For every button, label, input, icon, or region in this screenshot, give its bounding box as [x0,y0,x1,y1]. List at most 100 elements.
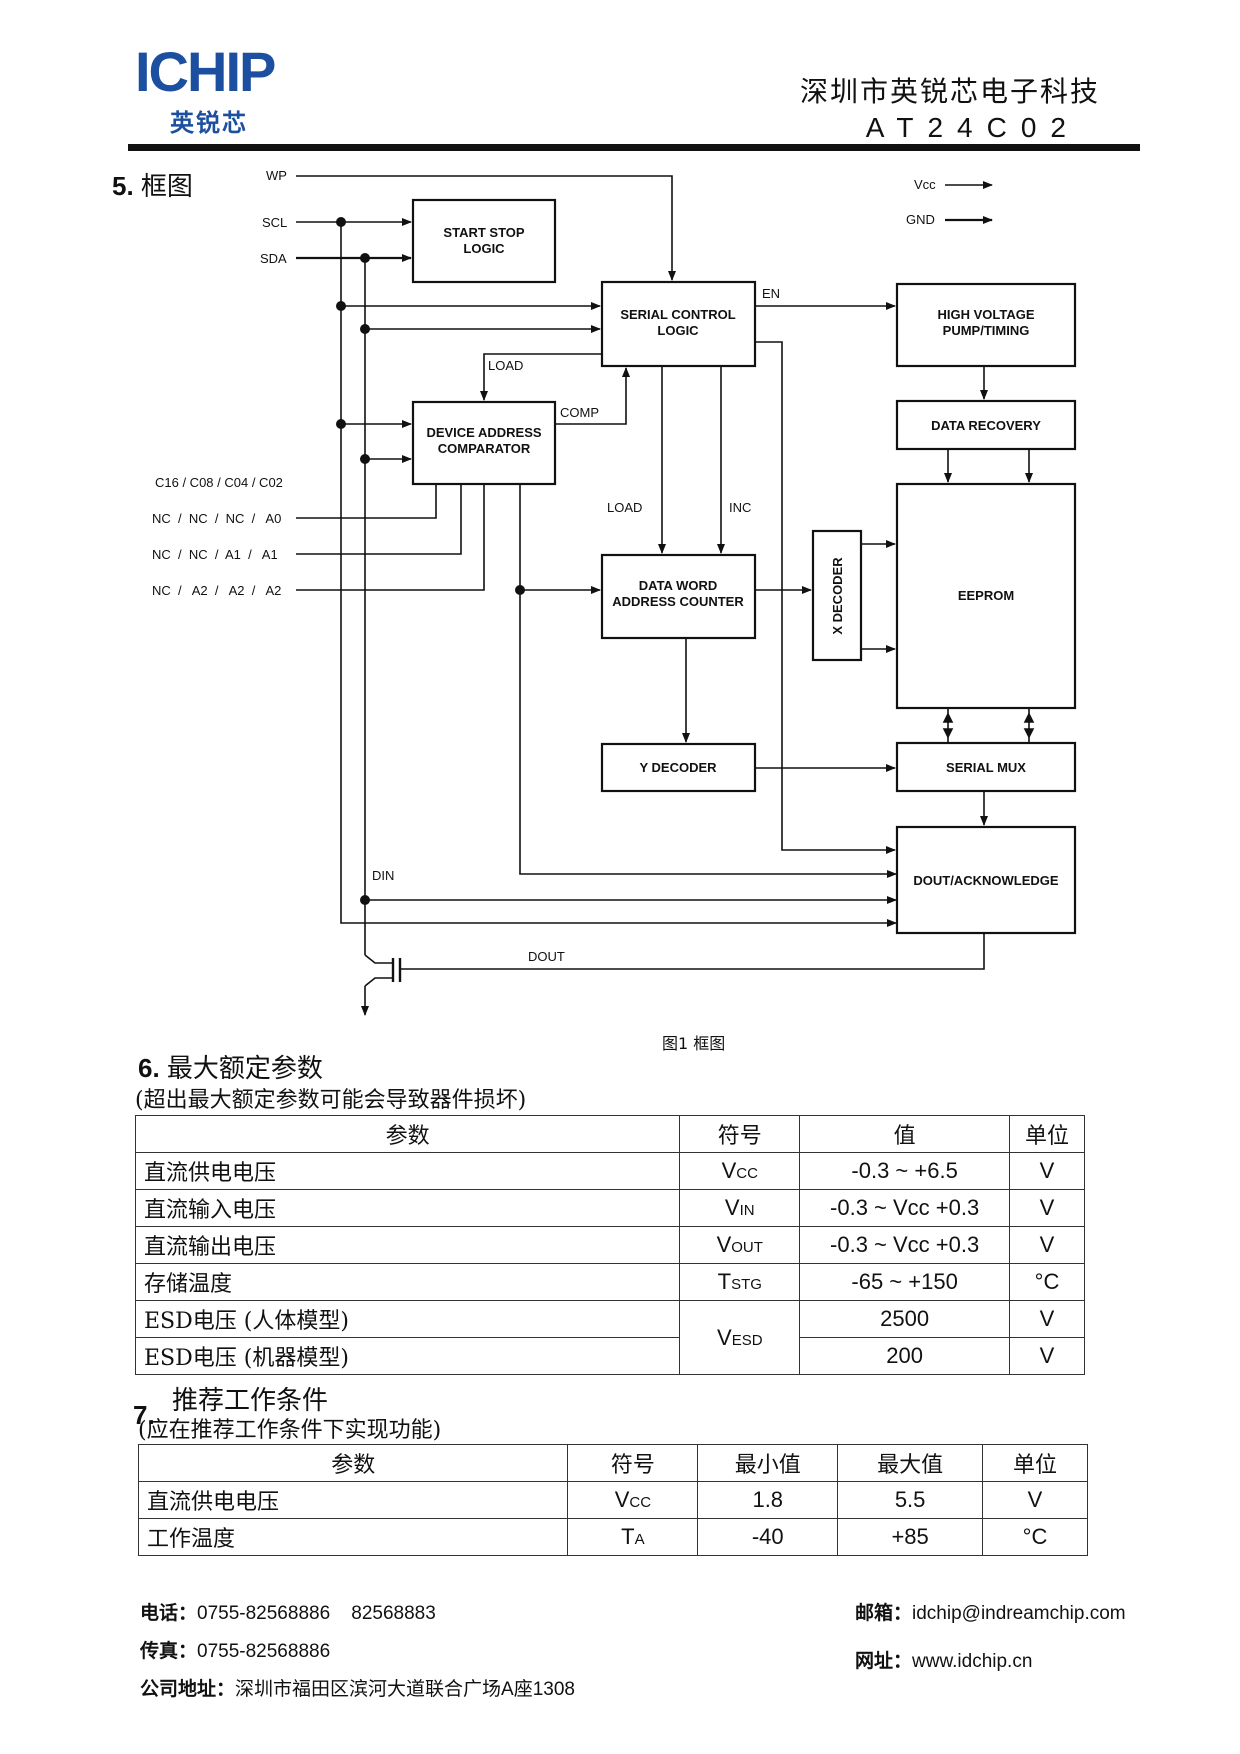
footer-address: 公司地址：深圳市福田区滨河大道联合广场A座1308 [140,1674,575,1701]
row-param: 直流供电电压 [137,1481,569,1519]
eeprom-label: EEPROM [958,588,1014,603]
header-param: 参数 [137,1444,569,1482]
table-row: 工作温度 TA -40 +85 °C [137,1518,1088,1556]
header-unit: 单位 [1009,1115,1085,1153]
start-stop-label-1: START STOP [443,225,524,240]
header-rule [128,144,1140,151]
data-word-label-1: DATA WORD [639,578,717,593]
table-row: ESD电压 (人体模型) VESD 2500 V [134,1300,1085,1375]
row-param: 直流输出电压 [134,1226,681,1264]
signal-load-top-label: LOAD [488,358,523,373]
header-symbol: 符号 [679,1115,801,1153]
serial-mux-block [895,741,1077,793]
max-ratings-table: 参数 符号 值 单位 直流供电电压 VCC -0.3 ~ +6.5 V 直流输入… [134,1115,1085,1375]
header-value: 值 [799,1115,1011,1153]
high-voltage-pump-block [895,282,1077,368]
block-diagram: WP SCL SDA C16 / C08 / C04 / C02 NC / NC… [152,168,1077,1016]
table-row: 直流输入电压 VIN -0.3 ~ Vcc +0.3 V [134,1189,1085,1227]
row-value: 200 [799,1337,1011,1375]
table-row: 直流供电电压 VCC 1.8 5.5 V [137,1481,1088,1519]
section7-number: 7. [133,1400,155,1430]
company-logo: ICHIP [135,44,295,100]
address-label: 公司地址： [140,1678,236,1700]
table-row: 直流供电电压 VCC -0.3 ~ +6.5 V [134,1152,1085,1190]
section6-number: 6. [138,1053,160,1083]
serial-control-label-1: SERIAL CONTROL [620,307,735,322]
pin-a0-label: NC / NC / NC / A0 [152,511,281,526]
pin-a1-label: NC / NC / A1 / A1 [152,547,278,562]
signal-load-label: LOAD [607,500,642,515]
row-unit: V [1009,1152,1085,1190]
pin-variants-label: C16 / C08 / C04 / C02 [155,475,283,490]
section5-heading: 5. 框图 [112,166,193,203]
data-word-label-2: ADDRESS COUNTER [612,594,744,609]
eeprom-block [895,482,1077,710]
logo-subtitle: 英锐芯 [170,109,248,137]
x-decoder-label: X DECODER [830,557,845,635]
row-max: 5.5 [837,1481,984,1519]
signal-din-label: DIN [372,868,394,883]
row-min: 1.8 [697,1481,839,1519]
section6-heading: 6. 最大额定参数 [138,1048,323,1085]
row-unit: V [982,1481,1088,1519]
device-address-label-2: COMPARATOR [438,441,531,456]
header-min: 最小值 [697,1444,839,1482]
section6-title: 最大额定参数 [166,1054,323,1084]
y-decoder-label: Y DECODER [639,760,717,775]
table-header-row: 参数 符号 值 单位 [134,1115,1085,1153]
row-unit: V [1009,1189,1085,1227]
header-param: 参数 [134,1115,681,1153]
row-param: 直流输入电压 [134,1189,681,1227]
signal-en-label: EN [762,286,780,301]
high-voltage-label-2: PUMP/TIMING [943,323,1030,338]
row-value: -0.3 ~ Vcc +0.3 [799,1189,1011,1227]
row-min: -40 [697,1518,839,1556]
footer-fax: 传真：0755-82568886 [140,1636,330,1663]
row-param: 直流供电电压 [134,1152,681,1190]
dout-acknowledge-block [895,825,1077,935]
pin-scl-label: SCL [262,215,287,230]
row-symbol: VOUT [679,1226,801,1264]
company-name: 深圳市英锐芯电子科技 [799,75,1100,108]
row-value: 2500 [799,1300,1011,1338]
section5-title: 框图 [140,172,193,202]
row-symbol: VCC [567,1481,699,1519]
signal-dout-label: DOUT [528,949,565,964]
data-word-address-counter-block [600,553,757,640]
email-link[interactable]: idchip@indreamchip.com [912,1603,1126,1624]
figure-caption: 图1 框图 [662,1034,726,1053]
section7-note: (应在推荐工作条件下实现功能) [138,1418,442,1443]
row-symbol: TA [567,1518,699,1556]
table-row: 存储温度 TSTG -65 ~ +150 °C [134,1263,1085,1301]
table-row: ESD电压 (机器模型) 200 V [134,1337,1085,1375]
email-label: 邮箱： [855,1602,913,1624]
website-link[interactable]: www.idchip.cn [912,1651,1033,1672]
website-label: 网址： [855,1650,913,1672]
pin-gnd-label: GND [906,212,935,227]
high-voltage-label-1: HIGH VOLTAGE [937,307,1034,322]
pin-wp-label: WP [266,168,287,183]
footer-email: 邮箱：idchip@indreamchip.com [855,1598,1126,1625]
address-value: 深圳市福田区滨河大道联合广场A座1308 [235,1679,575,1700]
header-symbol: 符号 [567,1444,699,1482]
section5-number: 5. [112,171,134,201]
start-stop-label-2: LOGIC [463,241,505,256]
row-symbol-esd: VESD [679,1300,801,1375]
footer-tel: 电话：0755-82568886 82568883 [140,1598,436,1625]
row-unit: °C [1009,1263,1085,1301]
serial-control-logic-block [600,280,757,368]
section7-title: 推荐工作条件 [172,1386,329,1416]
row-max: +85 [837,1518,984,1556]
header-max: 最大值 [837,1444,984,1482]
signal-comp-label: COMP [560,405,599,420]
pin-vcc-label: Vcc [914,177,936,192]
row-symbol: TSTG [679,1263,801,1301]
serial-control-label-2: LOGIC [657,323,699,338]
serial-mux-label: SERIAL MUX [946,760,1026,775]
row-param: ESD电压 (机器模型) [134,1337,681,1375]
row-value: -65 ~ +150 [799,1263,1011,1301]
row-param: 工作温度 [137,1518,569,1556]
section6-note: (超出最大额定参数可能会导致器件损坏) [135,1088,527,1113]
table-header-row: 参数 符号 最小值 最大值 单位 [137,1444,1088,1482]
part-number: AT24C02 [865,112,1080,143]
